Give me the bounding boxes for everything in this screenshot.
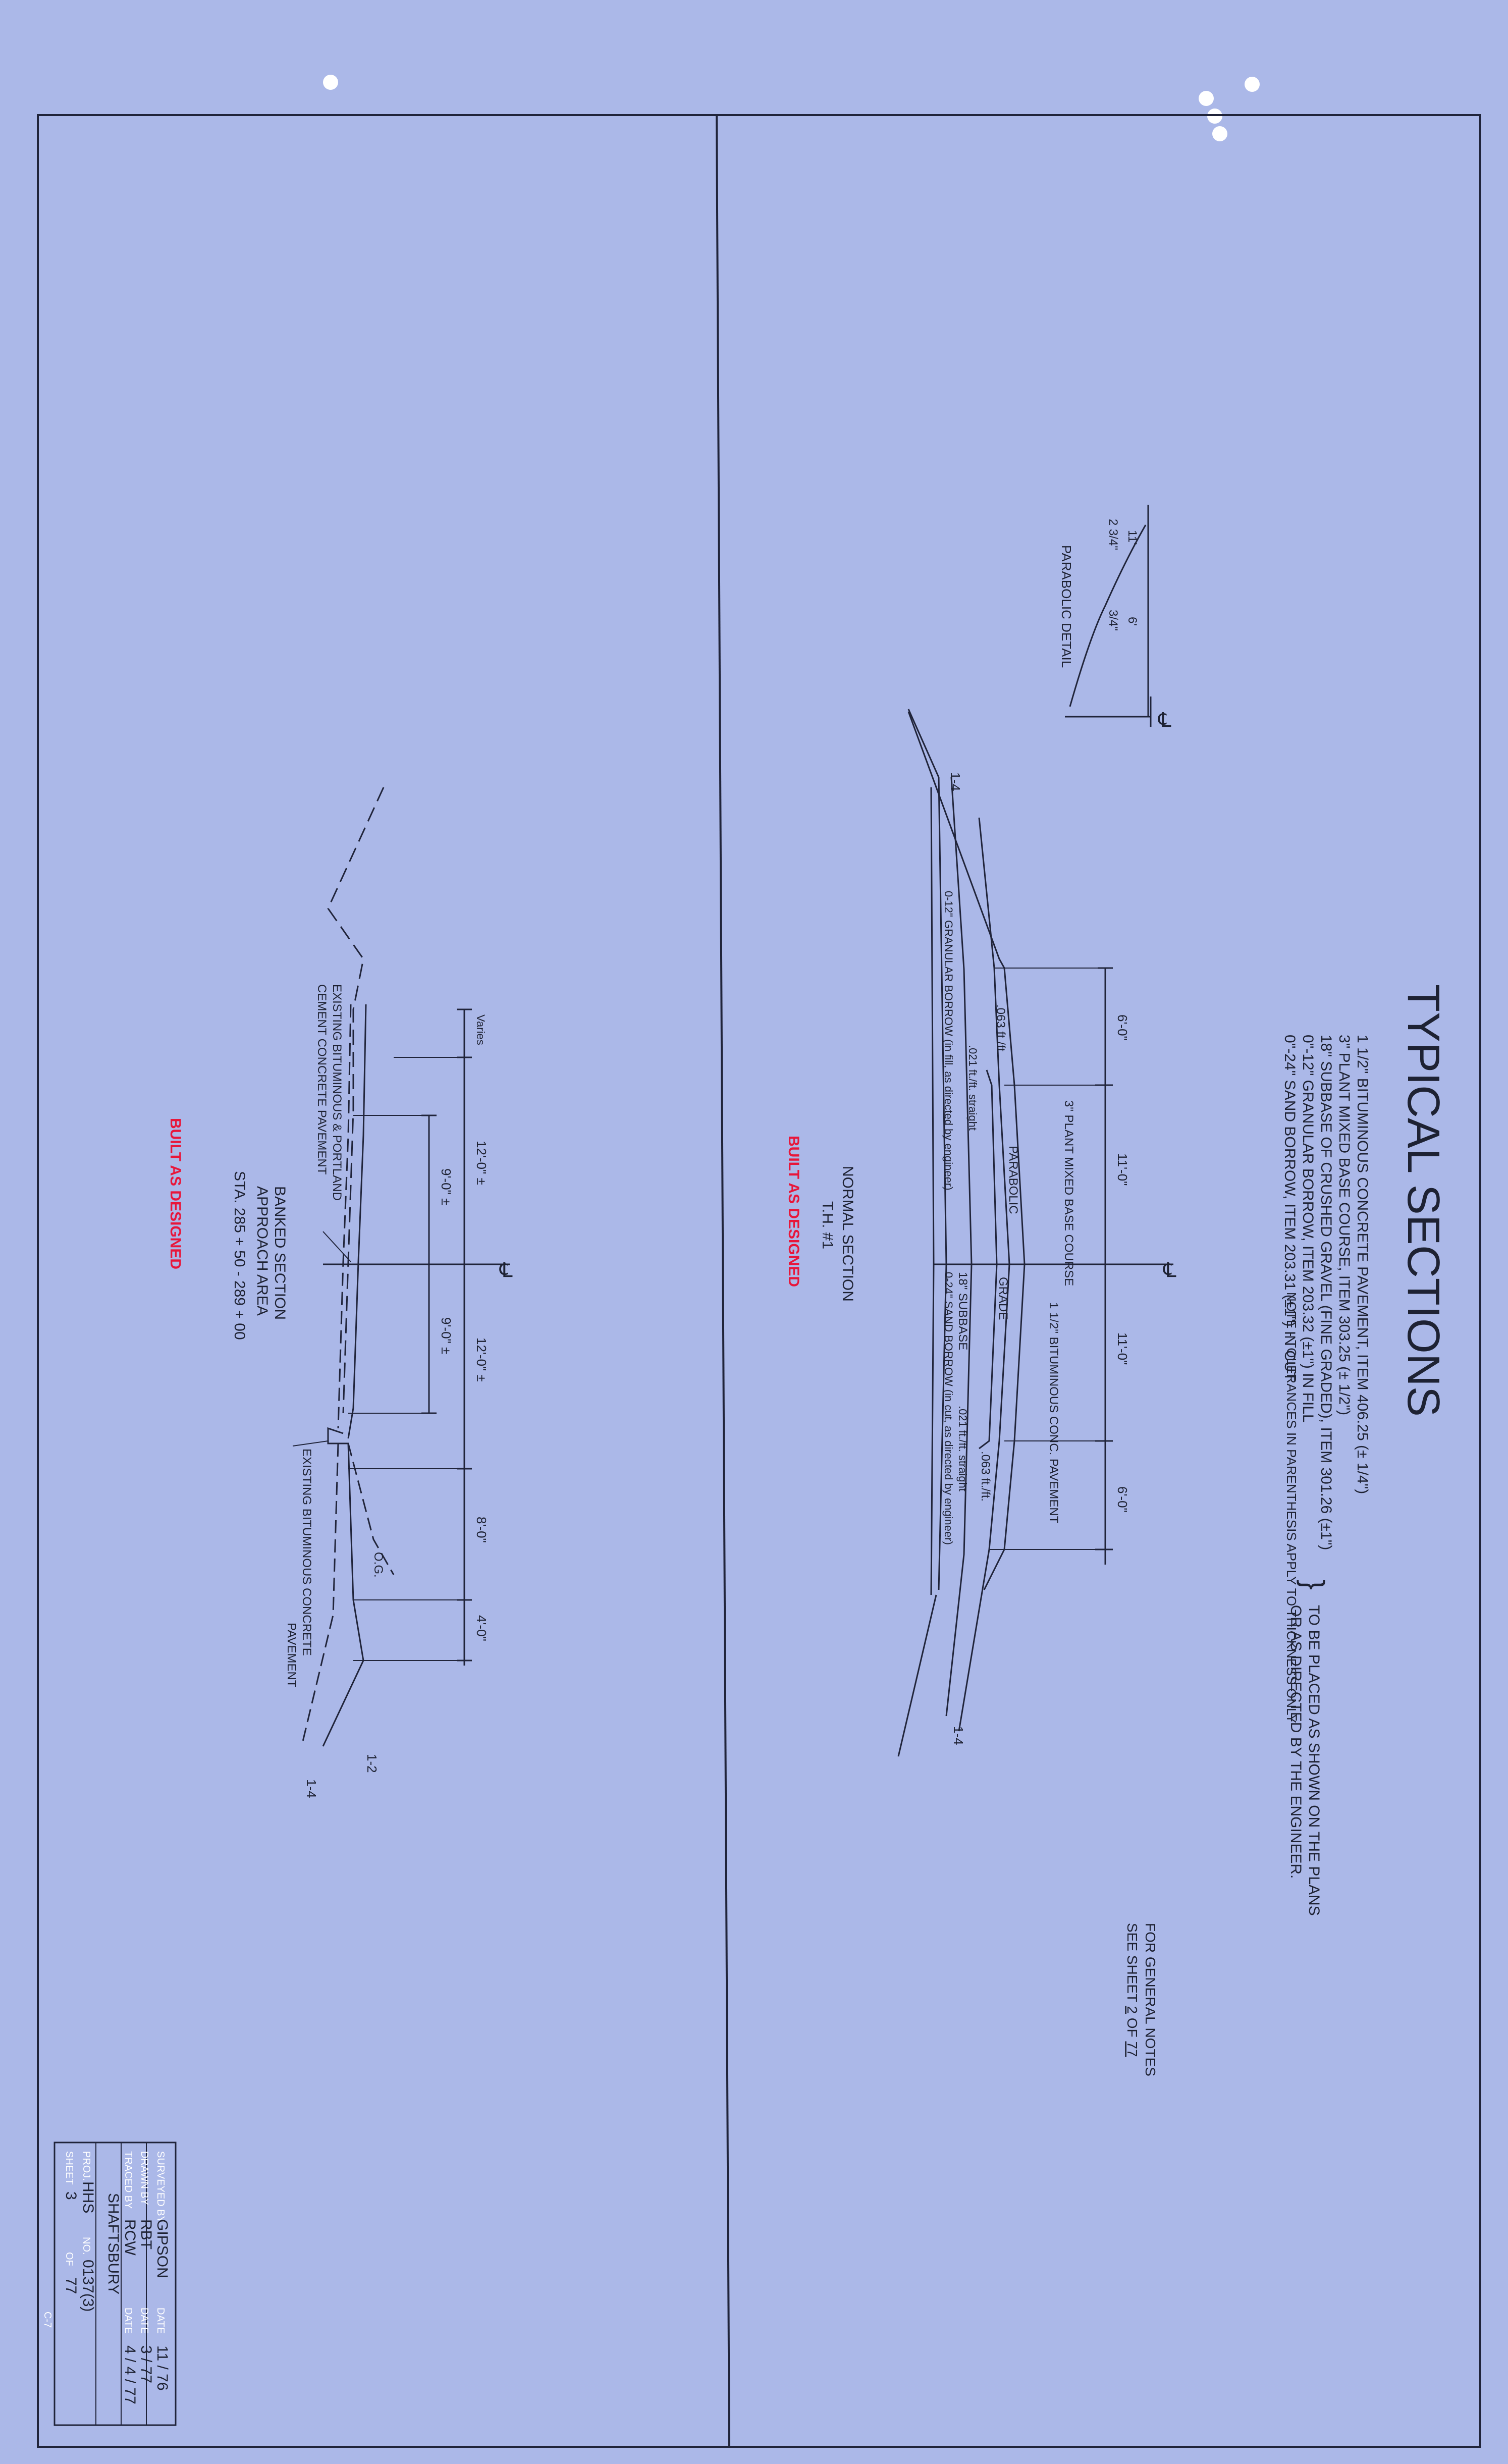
dim-label: 11'-0" <box>1115 1332 1130 1365</box>
borrow-fill-label: 0-12" GRANULAR BORROW (in fill, as direc… <box>942 891 955 1190</box>
slope-label: .021 ft./ft. straight <box>966 1045 979 1131</box>
slope-label: 1-4 <box>951 1726 966 1745</box>
title-block: SURVEYED BY GIPSON DATE 11 / 76 DRAWN BY… <box>42 2141 177 2426</box>
date-label: DATE <box>123 2308 134 2334</box>
centerline-symbol: ℄ <box>499 1259 513 1281</box>
borrow-cut-label: 0-24" SAND BORROW (in cut, as directed b… <box>942 1272 955 1545</box>
of-label: OF <box>64 2252 75 2266</box>
banked-section: ℄ Varies 12'-0" ± 12'-0" ± 9'-0" ± 9'-0"… <box>167 787 513 1798</box>
existing-pavement-label: EXISTING BITUMINOUS & PORTLAND <box>330 984 344 1201</box>
punch-hole <box>1199 91 1214 106</box>
traced-label: TRACED BY <box>123 2151 134 2209</box>
dim-label: 9'-0" ± <box>439 1168 454 1205</box>
proj-number: 0137(3) <box>80 2260 96 2312</box>
dim-label: 3/4" <box>1106 610 1120 631</box>
dim-label: Varies <box>474 1014 487 1045</box>
normal-section: ℄ 6'-0" 11'-0" 11'-0" 6'-0" <box>785 709 1176 1757</box>
dim-label: 11' <box>1125 530 1139 545</box>
built-as-designed-stamp: BUILT AS DESIGNED <box>785 1136 802 1287</box>
callout-label: GRADE <box>996 1277 1010 1320</box>
traced-by: RCW <box>122 2219 138 2256</box>
material-line: 18" SUBBASE OF CRUSHED GRAVEL (FINE GRAD… <box>1318 1035 1334 1550</box>
station-label: STA. 285 + 50 - 289 + 00 <box>231 1171 248 1340</box>
callout-label: 1 1/2" BITUMINOUS CONC. PAVEMENT <box>1047 1302 1060 1524</box>
original-ground-label: O.G. <box>371 1552 385 1578</box>
existing-pavement-label: CEMENT CONCRETE PAVEMENT <box>315 984 329 1175</box>
materials-note: TO BE PLACED AS SHOWN ON THE PLANS <box>1306 1605 1322 1916</box>
dim-label: 11'-0" <box>1115 1153 1130 1186</box>
slope-label: 1-4 <box>304 1779 319 1798</box>
drawn-date: 3 / 77 <box>138 2345 154 2383</box>
callout-label: PARABOLIC <box>1006 1146 1020 1214</box>
proj-code: HHS <box>80 2181 96 2213</box>
date-label: DATE <box>155 2308 166 2334</box>
callout-label: 3" PLANT MIXED BASE COURSE <box>1062 1100 1075 1286</box>
sheet-border <box>37 114 1481 2448</box>
slope-label: .063 ft./ft. <box>979 1451 992 1502</box>
materials-note: OR AS DIRECTED BY THE ENGINEER. <box>1287 1605 1304 1879</box>
punch-hole <box>1212 126 1227 141</box>
surveyed-by: GIPSON <box>154 2219 171 2278</box>
existing-bituminous-label: PAVEMENT <box>285 1623 298 1688</box>
sheet-divider <box>716 115 730 2447</box>
general-notes-line1: FOR GENERAL NOTES <box>1143 1923 1158 2076</box>
brace: } <box>1297 1580 1330 1590</box>
drawing-code: C-7 <box>42 2312 53 2328</box>
centerline-symbol: ℄ <box>1163 1259 1176 1281</box>
dim-label: 6'-0" <box>1115 1014 1130 1041</box>
material-line: 0"-12" GRANULAR BORROW, ITEM 203.32 (±1"… <box>1300 1035 1316 1423</box>
sheet-number: 3 <box>63 2191 79 2200</box>
general-notes-line2: SEE SHEET 2 OF 77 <box>1124 1923 1140 2057</box>
drawn-by: RBT <box>138 2219 154 2249</box>
banked-section-subtitle: APPROACH AREA <box>254 1186 271 1316</box>
sheet-label: SHEET <box>64 2151 75 2185</box>
dim-label: 6' <box>1125 617 1139 626</box>
dim-label: 2 3/4" <box>1106 519 1120 550</box>
traced-date: 4 / 4 / 77 <box>122 2345 138 2404</box>
slope-label: .063 ft./ft. <box>994 1004 1007 1055</box>
punch-hole <box>323 75 338 90</box>
sheet-title: TYPICAL SECTIONS <box>1398 984 1448 1417</box>
material-line: 1 1/2" BITUMINOUS CONCRETE PAVEMENT, ITE… <box>1354 1035 1371 1494</box>
callout-label: 18" SUBBASE <box>956 1272 970 1350</box>
punch-hole <box>1245 77 1260 92</box>
dim-label: 12'-0" ± <box>474 1141 489 1185</box>
material-line: 0"-24" SAND BORROW, ITEM 203.31 (±1") IN… <box>1281 1035 1298 1381</box>
town-name: SHAFTSBURY <box>105 2193 122 2294</box>
proj-label: PROJ. <box>81 2151 92 2181</box>
tolerance-note: NOTE - TOLERANCES IN PARENTHESIS APPLY T… <box>1284 1292 1299 1723</box>
surveyed-date: 11 / 76 <box>154 2345 171 2391</box>
built-as-designed-stamp: BUILT AS DESIGNED <box>167 1118 184 1269</box>
slope-label: 1-2 <box>364 1754 380 1773</box>
dim-label: 12'-0" ± <box>474 1337 489 1382</box>
dim-label: 9'-0" ± <box>439 1317 454 1354</box>
parabolic-detail: ℄ 11' 2 3/4" 6' 3/4" PARABOLIC DETAIL <box>1059 505 1171 731</box>
proj-no-label: NO. <box>81 2237 92 2255</box>
slope-label: .021 ft./ft. straight <box>956 1406 969 1491</box>
date-label: DATE <box>139 2308 150 2334</box>
dim-label: 4'-0" <box>474 1615 489 1641</box>
banked-section-title: BANKED SECTION <box>272 1186 288 1320</box>
dim-label: 6'-0" <box>1115 1486 1130 1513</box>
slope-label: 1-4 <box>948 772 963 791</box>
normal-section-subtitle: T.H. #1 <box>819 1201 836 1249</box>
surveyed-label: SURVEYED BY <box>155 2151 166 2223</box>
material-line: 3" PLANT MIXED BASE COURSE, ITEM 303.25 … <box>1336 1035 1353 1415</box>
existing-bituminous-label: EXISTING BITUMINOUS CONCRETE <box>300 1449 313 1656</box>
centerline-symbol: ℄ <box>1158 709 1171 731</box>
sheet-total: 77 <box>63 2277 79 2294</box>
dim-label: 8'-0" <box>474 1517 489 1543</box>
drawn-label: DRAWN BY <box>139 2151 150 2205</box>
parabolic-detail-title: PARABOLIC DETAIL <box>1059 545 1074 668</box>
normal-section-title: NORMAL SECTION <box>839 1166 856 1302</box>
